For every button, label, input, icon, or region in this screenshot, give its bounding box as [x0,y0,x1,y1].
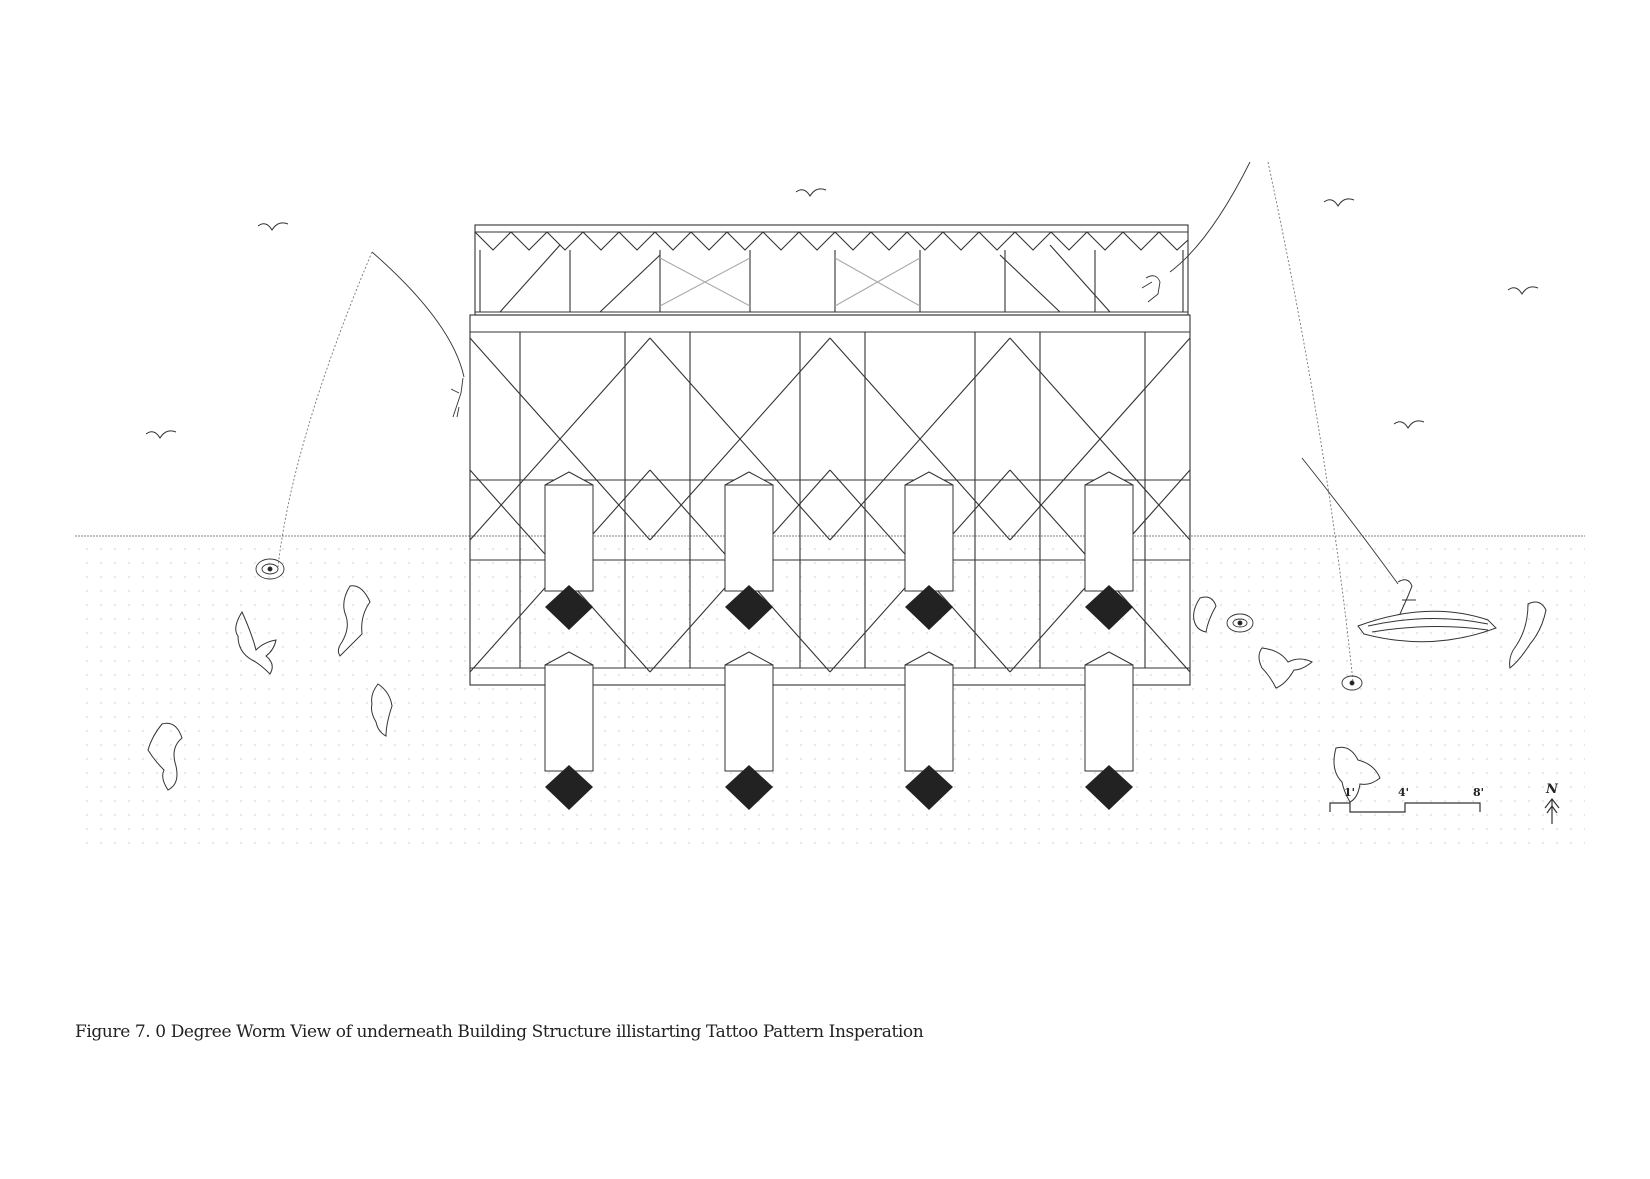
fish-icon [1193,596,1217,633]
scale-label-1: 1' [1344,786,1355,799]
fish-icon [337,585,371,657]
fish-icon [1333,746,1381,803]
scale-label-4: 4' [1398,786,1409,799]
pile-cap [905,585,953,630]
ripple-icon [1341,675,1363,691]
fisher-figure-icon [450,377,464,418]
north-arrow-icon [1544,798,1560,824]
fishing-rod [1169,161,1251,273]
pillar-1 [544,471,594,810]
fishing-line [277,251,373,568]
fishing-line [1267,161,1354,683]
bird-icon [1323,198,1355,207]
fish-icon [1258,647,1313,689]
pile-cap [1085,765,1133,810]
boat-icon [1357,579,1497,643]
ripple-icon [255,558,285,580]
fishing-rod [1301,457,1399,585]
bird-icon [1507,286,1539,295]
fishing-rod [371,251,465,378]
roof-deck [474,224,1189,316]
pile-cap [545,765,593,810]
pillar-4 [1084,471,1134,810]
fisher-figure-icon [1141,275,1161,303]
pile-cap [545,585,593,630]
ripple-icon [1226,613,1254,633]
scale-bar-icon [1329,802,1481,813]
figure-caption: Figure 7. 0 Degree Worm View of undernea… [75,1022,924,1042]
pillar-2 [724,471,774,810]
pile-cap [725,585,773,630]
bird-icon [1393,420,1425,429]
pile-cap [1085,585,1133,630]
fish-icon [371,683,393,737]
bird-icon [257,222,289,231]
pillar-3 [904,471,954,810]
fish-icon [1509,601,1547,669]
fish-icon [147,722,183,791]
scale-label-8: 8' [1473,786,1484,799]
fish-icon [235,610,277,675]
north-label: N [1545,782,1559,797]
water-area [75,536,1585,848]
pile-cap [905,765,953,810]
bird-icon [795,188,827,197]
pile-cap [725,765,773,810]
bird-icon [145,430,177,439]
